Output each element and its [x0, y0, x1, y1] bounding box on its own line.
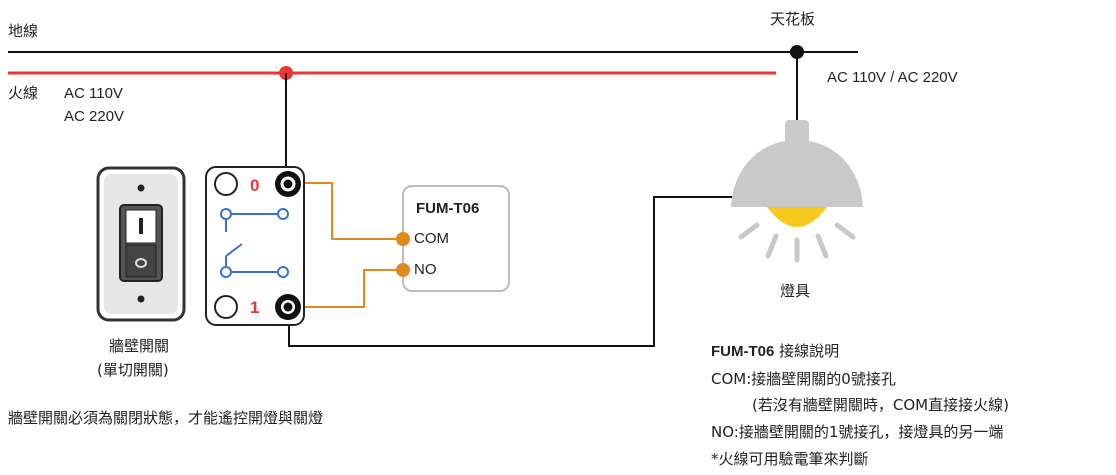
- com-wire: [300, 182, 402, 240]
- no-wire: [300, 269, 402, 308]
- wiring-note-line-2: (若沒有牆壁開關時，COM直接接火線): [752, 396, 1009, 414]
- left-note: 牆壁開關必須為關閉狀態，才能遙控開燈與關燈: [8, 409, 324, 427]
- com-terminal: [396, 232, 410, 246]
- relay-switch-icon: [205, 166, 305, 326]
- terminal-1-label: 1: [250, 298, 260, 317]
- terminal-0-label: 0: [250, 176, 260, 195]
- lamp-label: 燈具: [780, 282, 811, 300]
- voltage-label-1: AC 110V: [64, 85, 123, 102]
- voltage-label-2: AC 220V: [64, 108, 125, 125]
- lamp-icon: [731, 120, 863, 263]
- wiring-notes-title: FUM-T06 接線說明: [711, 341, 839, 362]
- wiring-note-line-1: COM:接牆壁開關的0號接孔: [711, 370, 896, 388]
- live-line-label: 火線: [8, 84, 39, 102]
- wiring-notes-title-text: 接線說明: [774, 342, 840, 360]
- no-label: NO: [414, 261, 437, 278]
- wall-switch-icon: [96, 166, 186, 322]
- wiring-note-line-4: *火線可用驗電筆來判斷: [711, 450, 869, 468]
- ceiling-voltage-label: AC 110V / AC 220V: [827, 69, 958, 86]
- wiring-notes-model: FUM-T06: [711, 343, 775, 360]
- wiring-note-line-3: NO:接牆壁開關的1號接孔，接燈具的另一端: [711, 423, 1004, 441]
- wall-switch-type-label: (單切開關): [97, 361, 169, 379]
- module-title: FUM-T06: [416, 200, 480, 217]
- ceiling-label: 天花板: [770, 10, 816, 28]
- ground-line-label: 地線: [8, 22, 39, 40]
- com-label: COM: [414, 230, 449, 247]
- no-terminal: [396, 263, 410, 277]
- wall-switch-label: 牆壁開關: [109, 337, 170, 355]
- terminal-1-to-lamp-wire: [288, 196, 740, 347]
